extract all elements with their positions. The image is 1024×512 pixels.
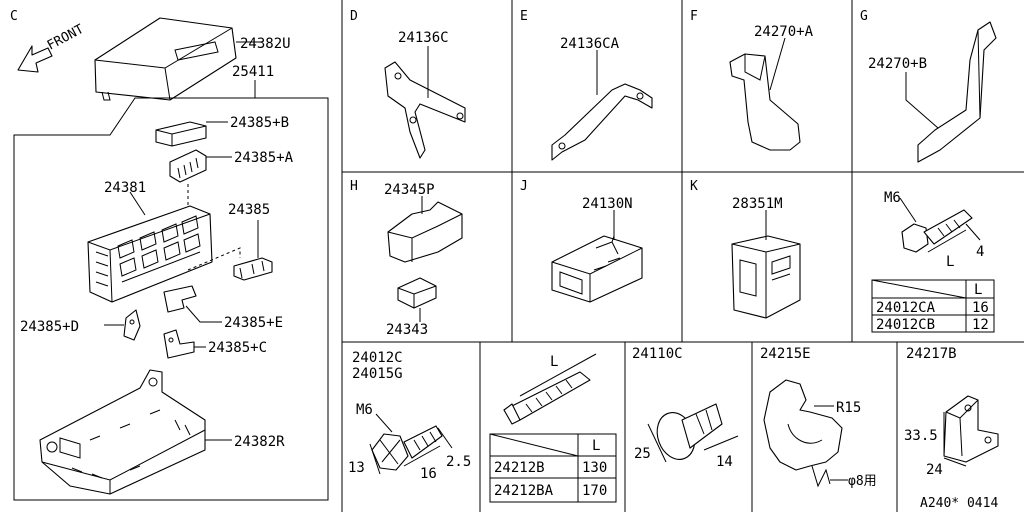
part-25411: 25411 <box>232 64 274 80</box>
dim-25: 25 <box>634 446 651 462</box>
length-table-24212: L 24212B 130 24212BA 170 <box>489 433 617 503</box>
table-clip-row-1-part: 24212B <box>494 460 545 476</box>
bracket-24217b-drawing <box>943 395 999 463</box>
part-24385-drawing <box>233 257 273 281</box>
part-24343: 24343 <box>386 322 428 338</box>
dim-four: 4 <box>976 244 984 260</box>
protector-24345p-drawing <box>387 201 463 263</box>
table-top-row-2-part: 24012CB <box>876 317 935 333</box>
part-24217b: 24217B <box>906 346 957 362</box>
footer-code: A240* 0414 <box>920 496 998 511</box>
section-j-label: J <box>520 179 528 194</box>
part-24385: 24385 <box>228 202 270 218</box>
part-24385c: 24385+C <box>208 340 267 356</box>
part-24385b: 24385+B <box>230 115 289 131</box>
table-top-row-1-part: 24012CA <box>876 300 936 316</box>
bolt-24012-drawing <box>901 209 973 253</box>
dim-2-5: 2.5 <box>446 454 471 470</box>
part-24015g: 24015G <box>352 366 403 382</box>
table-clip-row-2-part: 24212BA <box>494 483 554 499</box>
table-top-row-2-l: 12 <box>972 317 989 333</box>
dim-13: 13 <box>348 460 365 476</box>
dim-33-5: 33.5 <box>904 428 938 444</box>
fuse-block-24381 <box>87 205 213 303</box>
section-e-label: E <box>520 9 528 24</box>
table-top-header-l: L <box>974 282 982 298</box>
dim-r15: R15 <box>836 400 861 416</box>
part-24270a: 24270+A <box>754 24 814 40</box>
dim-l-clip: L <box>550 354 558 370</box>
part-24345p: 24345P <box>384 182 435 198</box>
section-d-label: D <box>350 9 358 24</box>
bracket-24136ca-drawing <box>551 83 653 161</box>
part-24385b-drawing <box>155 121 207 147</box>
table-clip-row-2-l: 170 <box>582 483 607 499</box>
part-24385a-drawing <box>169 149 207 183</box>
bracket-24136c-drawing <box>384 61 466 159</box>
part-24136c: 24136C <box>398 30 449 46</box>
part-24385d-drawing <box>123 309 141 341</box>
bolt-24012c-drawing <box>371 425 443 471</box>
part-24382u: 24382U <box>240 36 291 52</box>
part-24385a: 24385+A <box>234 150 294 166</box>
section-h-label: H <box>350 179 358 194</box>
dim-16: 16 <box>420 466 437 482</box>
section-f-label: F <box>690 9 698 24</box>
part-24382r: 24382R <box>234 434 285 450</box>
section-k-label: K <box>690 179 698 194</box>
front-arrow: FRONT <box>17 22 87 73</box>
connector-28351m-drawing <box>731 235 801 319</box>
dim-phi8: φ8用 <box>848 474 877 489</box>
section-c-label: C <box>10 9 18 24</box>
grommet-24110c-drawing <box>656 403 723 460</box>
table-clip-row-1-l: 130 <box>582 460 607 476</box>
fuse-box-cover <box>94 17 237 101</box>
part-24130n: 24130N <box>582 196 633 212</box>
dim-14: 14 <box>716 454 733 470</box>
dim-l-top: L <box>946 254 954 270</box>
dim-m6-bot: M6 <box>356 402 373 418</box>
table-top-row-1-l: 16 <box>972 300 989 316</box>
clamp-24215e-drawing <box>763 379 843 488</box>
clip-24212-drawing <box>503 371 591 425</box>
length-table-24012: L 24012CA 16 24012CB 12 <box>871 279 995 333</box>
part-24270b: 24270+B <box>868 56 927 72</box>
part-24385e: 24385+E <box>224 315 283 331</box>
part-24110c: 24110C <box>632 346 683 362</box>
part-24136ca: 24136CA <box>560 36 620 52</box>
connector-24130n-drawing <box>551 235 643 303</box>
lower-case-24382r <box>39 369 206 495</box>
section-g-label: G <box>860 9 868 24</box>
part-24381: 24381 <box>104 180 146 196</box>
connector-24343-drawing <box>397 277 437 309</box>
part-24385c-drawing <box>163 329 195 359</box>
assembly-frame <box>13 97 329 501</box>
dim-24: 24 <box>926 462 943 478</box>
dim-m6-top: M6 <box>884 190 901 206</box>
part-24012c: 24012C <box>352 350 403 366</box>
section-grid <box>341 0 1024 512</box>
front-label: FRONT <box>45 22 87 54</box>
part-24385d: 24385+D <box>20 319 79 335</box>
part-24385e-drawing <box>163 285 197 313</box>
part-28351m: 28351M <box>732 196 783 212</box>
part-24215e: 24215E <box>760 346 811 362</box>
table-clip-header-l: L <box>592 438 600 454</box>
bracket-24270a-drawing <box>729 53 801 151</box>
bracket-24270b-drawing <box>917 21 997 163</box>
